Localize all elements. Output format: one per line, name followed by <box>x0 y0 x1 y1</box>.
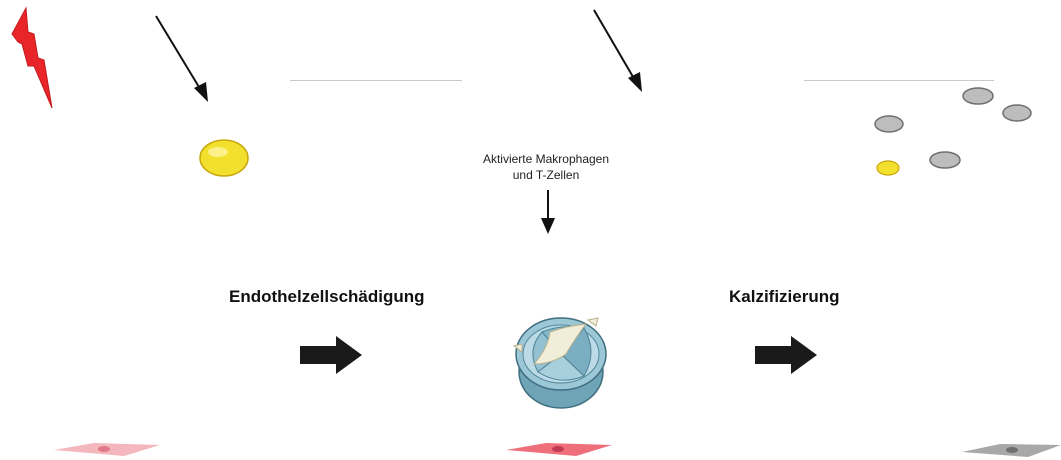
divider-line <box>804 80 994 81</box>
endothelial-cell-icon <box>962 444 1061 457</box>
endothelial-damage-label: Endothelzellschädigung <box>229 287 425 306</box>
macrophages-label: Aktivierte Makrophagen und T-Zellen <box>446 151 646 183</box>
lightning-bolt-icon <box>11 6 53 109</box>
aortic-valve-illustration <box>512 317 607 409</box>
thick-right-arrow-icon <box>755 336 817 374</box>
yellow-lipid-cell <box>199 139 249 177</box>
diagonal-arrow-icon <box>593 9 642 92</box>
calcification-label: Kalzifizierung <box>729 287 840 306</box>
macrophages-label-line2: und T-Zellen <box>512 168 580 182</box>
down-arrow-icon <box>541 190 555 234</box>
gray-calcium-deposits <box>874 87 1032 176</box>
endothelial-cell-icon <box>54 443 160 456</box>
macrophages-label-line1: Aktivierte Makrophagen <box>482 152 610 166</box>
divider-line <box>290 80 462 81</box>
endothelial-cell-icon <box>506 443 612 456</box>
thick-right-arrow-icon <box>300 336 362 374</box>
diagonal-arrow-icon <box>155 15 208 102</box>
